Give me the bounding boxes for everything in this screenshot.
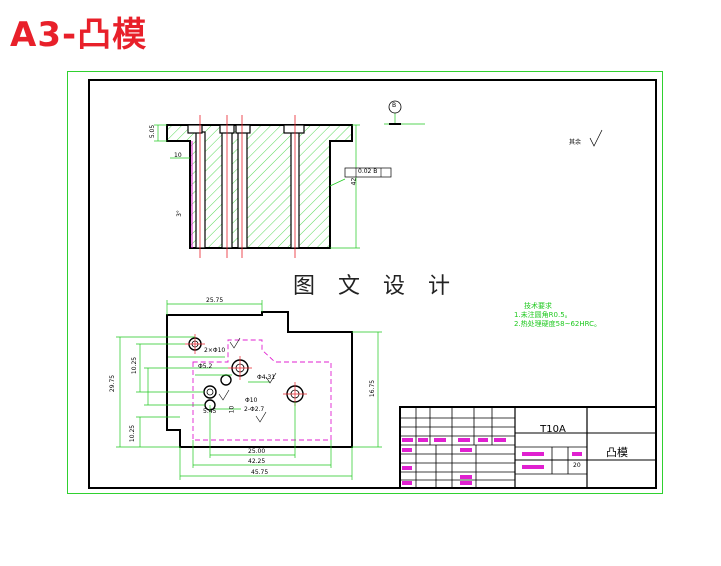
- hole-label-4: Φ10: [245, 397, 258, 404]
- title-block-part-name: 凸模: [606, 446, 628, 459]
- tech-requirement-item: 1.未注圆角R0.5。: [514, 311, 572, 319]
- hole-label-5: 2-Φ2.7: [244, 406, 265, 413]
- hole-label-1: 2×Φ10: [204, 347, 226, 354]
- tolerance-frame-label: 0.02 B: [358, 168, 378, 175]
- dim-a: 5.45: [203, 408, 217, 415]
- hidden-contour: [192, 339, 332, 441]
- hole: [203, 385, 217, 399]
- title-block: [399, 406, 657, 489]
- dim-top-inner: 25.00: [248, 448, 266, 455]
- dim-height: 42: [350, 177, 358, 186]
- front-section-outline: [166, 124, 353, 249]
- dim-top-mid: 42.25: [248, 458, 266, 465]
- dim-height-right: 16.75: [369, 379, 377, 398]
- tech-requirements-title: 技术要求: [524, 302, 552, 310]
- dim-b: 10: [228, 405, 236, 414]
- counterbore-4: [283, 124, 305, 134]
- roughness-other-label: 其余: [569, 139, 582, 146]
- dim-step: 10: [174, 152, 182, 159]
- hole-label-3: Φ4.31: [257, 374, 276, 381]
- bore-1: [195, 131, 206, 249]
- outer-frame: [67, 71, 663, 494]
- dim-flange: 5.05: [149, 124, 157, 139]
- counterbore-3: [235, 124, 251, 134]
- counterbore-1: [187, 124, 203, 134]
- datum-label: B: [392, 102, 397, 109]
- tech-requirement-item: 2.热处理硬度58~62HRC。: [514, 320, 602, 328]
- title-block-scale: 20: [573, 462, 581, 469]
- dim-height-inner: 10.25: [131, 356, 139, 375]
- title-block-material: T10A: [540, 424, 566, 435]
- watermark-text: 图 文 设 计: [293, 268, 458, 300]
- hole-label-2: Φ5.2: [198, 363, 213, 370]
- dim-top-total: 45.75: [251, 469, 269, 476]
- drawing-border: [88, 79, 657, 489]
- page-title: A3-凸模: [10, 15, 148, 55]
- dim-top-upper: 25.75: [206, 297, 224, 304]
- dim-height-small: 10.25: [129, 424, 137, 443]
- datum-circle: [388, 100, 402, 114]
- dim-chamfer: 3°: [175, 210, 183, 217]
- bore-3: [237, 131, 248, 249]
- top-view: [116, 300, 382, 480]
- tech-requirements: 技术要求 1.未注圆角R0.5。 2.热处理硬度58~62HRC。: [514, 302, 601, 329]
- front-view: [154, 100, 603, 258]
- hole: [220, 374, 232, 386]
- dim-height-total: 29.75: [109, 374, 117, 393]
